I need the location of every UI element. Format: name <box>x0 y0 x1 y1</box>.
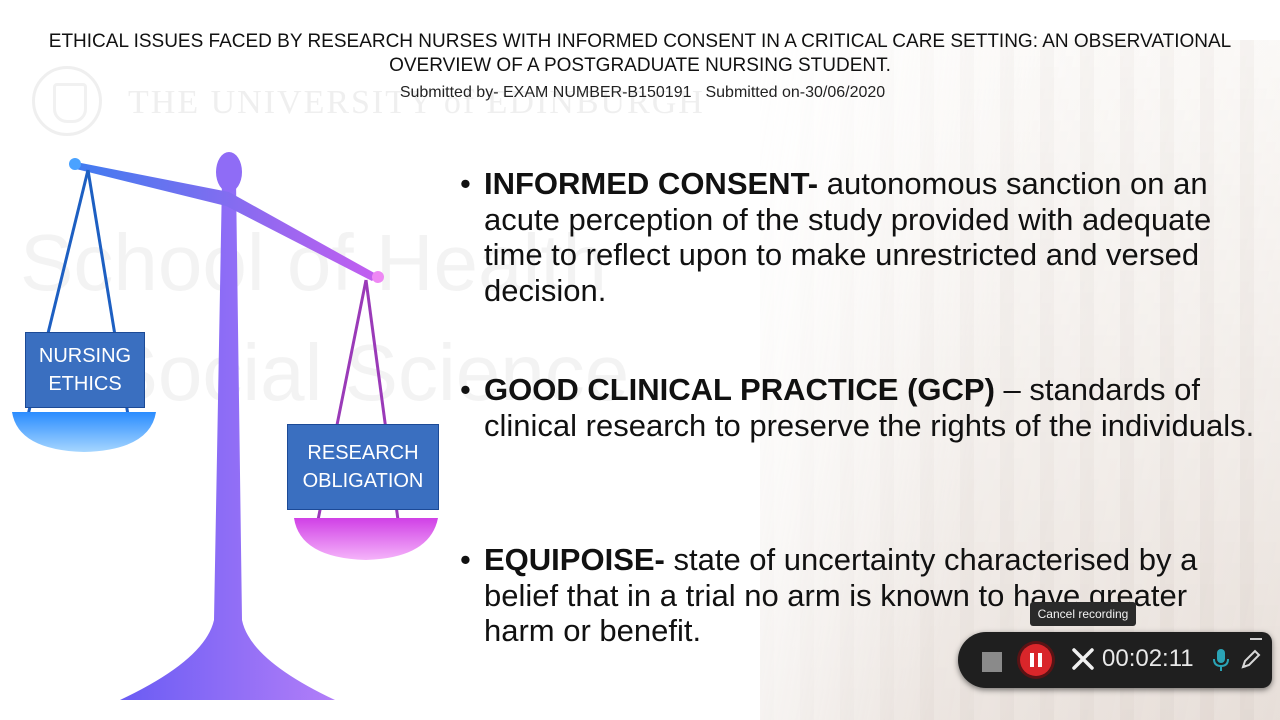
right-pan <box>294 518 438 560</box>
minimize-icon[interactable] <box>1250 638 1262 640</box>
bullet-term: GOOD CLINICAL PRACTICE (GCP) <box>484 372 995 407</box>
bullet-text: state of uncertainty characterised by a … <box>484 542 1198 648</box>
research-obligation-label: RESEARCH OBLIGATION <box>287 424 439 510</box>
university-crest-watermark <box>32 66 102 136</box>
microphone-icon[interactable] <box>1212 648 1230 672</box>
close-icon[interactable] <box>1070 646 1096 672</box>
nursing-ethics-label: NURSING ETHICS <box>25 332 145 408</box>
beam-end-left <box>69 158 81 170</box>
slide-subtitle: Submitted by- EXAM NUMBER-B150191 Submitt… <box>0 84 1280 102</box>
scale-beam <box>72 162 378 281</box>
submitted-on: Submitted on-30/06/2020 <box>705 84 886 101</box>
elapsed-time: 00:02:11 <box>1102 645 1194 672</box>
submitted-by: Submitted by- EXAM NUMBER-B150191 <box>399 84 692 101</box>
cancel-recording-tooltip: Cancel recording <box>1030 602 1136 626</box>
balance-scale <box>12 152 438 700</box>
pause-icon[interactable] <box>1020 644 1052 676</box>
bullet-text: – standards of clinical research to pres… <box>484 372 1255 443</box>
stop-icon[interactable] <box>982 652 1002 672</box>
bullet-text: autonomous sanction on an acute percepti… <box>484 166 1212 308</box>
pen-icon[interactable] <box>1240 648 1262 670</box>
beam-end-right <box>372 271 384 283</box>
scale-stand <box>120 180 335 700</box>
slide-title: ETHICAL ISSUES FACED BY RESEARCH NURSES … <box>48 31 1232 76</box>
bullet-gcp: GOOD CLINICAL PRACTICE (GCP) – standards… <box>456 372 1264 443</box>
scale-finial <box>216 152 242 192</box>
left-pan <box>12 412 156 452</box>
bullet-informed-consent: INFORMED CONSENT- autonomous sanction on… <box>456 166 1264 308</box>
bullet-term: INFORMED CONSENT- <box>484 166 819 201</box>
university-name-watermark: THE UNIVERSITY of EDINBURGH <box>128 84 705 121</box>
bullet-equipoise: EQUIPOISE- state of uncertainty characte… <box>456 542 1264 649</box>
bullet-term: EQUIPOISE- <box>484 542 665 577</box>
recording-toolbar: 00:02:11 <box>958 632 1272 688</box>
